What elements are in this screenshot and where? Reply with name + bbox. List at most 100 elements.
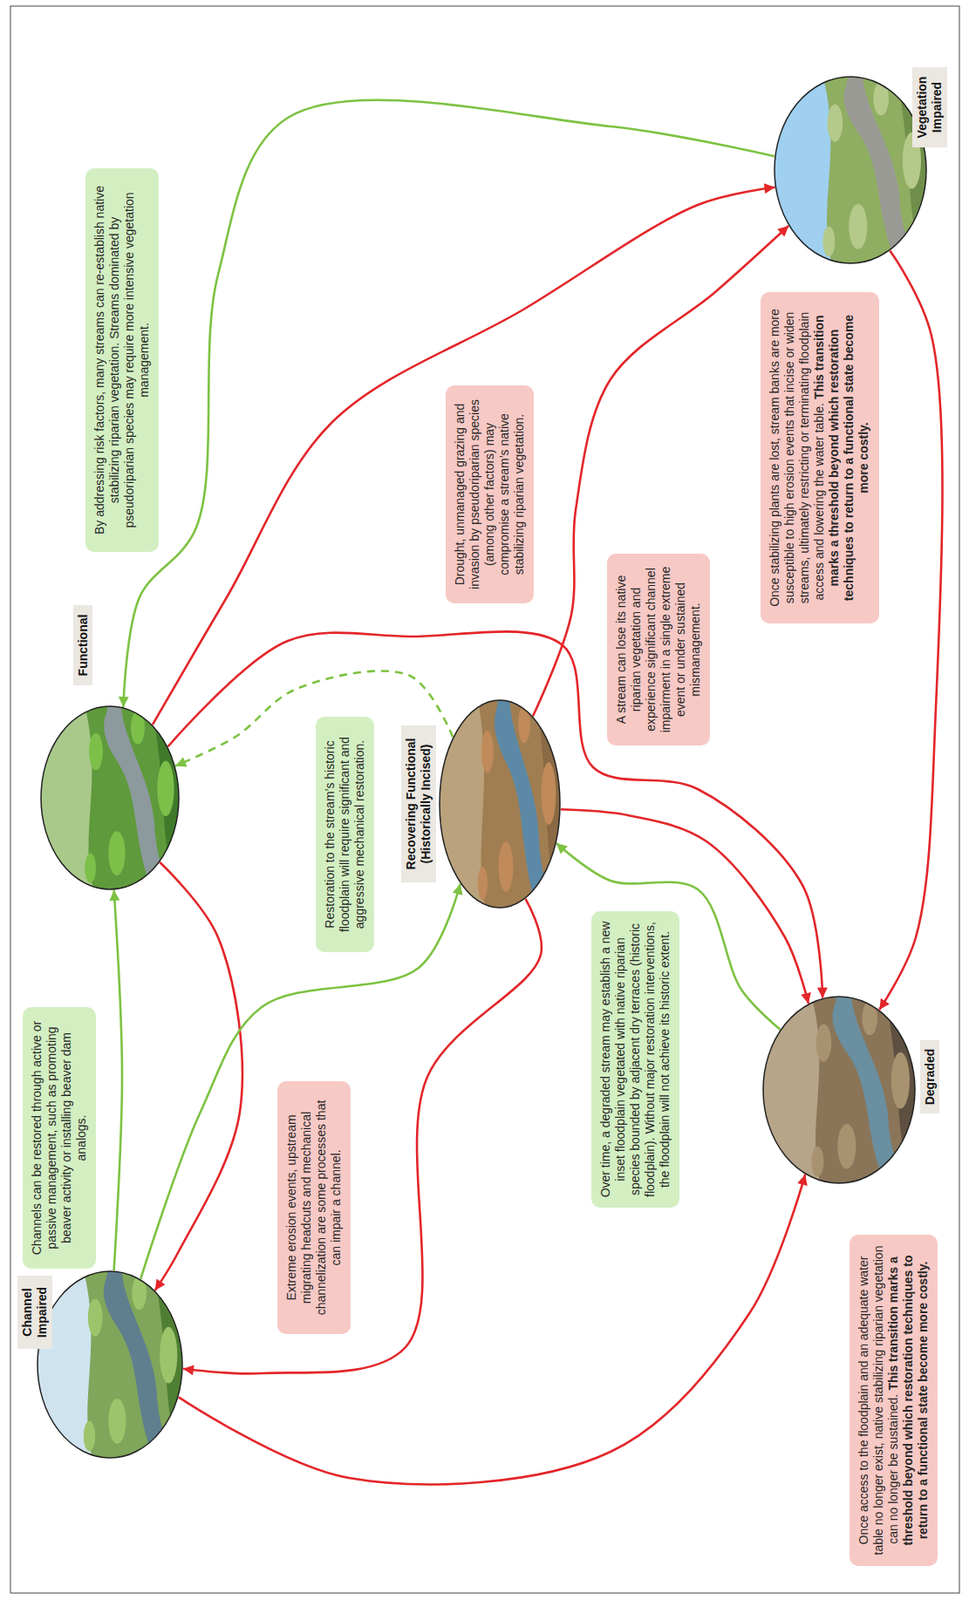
note-text: Over time, a degraded stream may establi… [598, 921, 672, 1199]
note-paragraph: Once access to the floodplain and an ade… [856, 1243, 931, 1558]
recovery-arrow [114, 890, 123, 1271]
photo-shrub [84, 853, 96, 884]
photo-shrub [131, 1276, 147, 1311]
state-photo-circle: Recovering Functional (Historically Inci… [438, 699, 561, 909]
state-label: Channel Impaired [17, 1276, 53, 1350]
degradation-arrow [178, 1174, 806, 1485]
photo-scene [40, 705, 180, 891]
stream-photo [438, 699, 561, 909]
photo-shrub [88, 1298, 103, 1337]
photo-scene [773, 75, 928, 265]
photo-shrub [83, 1421, 96, 1453]
restoration-note-box: Restoration to the stream’s historic flo… [315, 716, 375, 953]
state-label: Functional [73, 605, 94, 686]
photo-scene [438, 699, 561, 909]
degradation-arrow [155, 862, 243, 1291]
photo-shrub [108, 831, 125, 876]
stream-photo [773, 75, 928, 265]
note-paragraph: By addressing risk factors, many streams… [92, 177, 152, 544]
photo-shrub [873, 81, 889, 116]
note-paragraph: A stream can lose its native riparian ve… [614, 562, 703, 737]
photo-shrub [156, 761, 174, 818]
photo-hillside [84, 705, 180, 891]
restoration-note-box: By addressing risk factors, many streams… [85, 168, 159, 553]
photo-sky [36, 1270, 184, 1460]
connectors [114, 100, 943, 1486]
restoration-note-box: Channels can be restored through active … [22, 1007, 96, 1270]
degradation-arrow [183, 899, 542, 1375]
photo-sky [762, 996, 916, 1185]
photo-sky [773, 75, 928, 265]
note-paragraph: Extreme erosion events, upstream migrati… [284, 1090, 344, 1326]
state-name: Channel Impaired [20, 1287, 49, 1338]
stream-photo [40, 705, 180, 891]
state-name: Recovering Functional (Historically Inci… [403, 738, 433, 871]
photo-shrub [481, 730, 494, 773]
photo-sky [438, 699, 561, 909]
note-text: By addressing risk factors, many streams… [92, 185, 151, 535]
note-text: Drought, unmanaged grazing and invasion … [452, 399, 526, 590]
photo-shrub [541, 762, 557, 826]
photo-shrub [837, 1124, 856, 1170]
photo-foreground [536, 699, 561, 909]
photo-hillside [811, 996, 916, 1185]
note-text: A stream can lose its native riparian ve… [614, 566, 703, 734]
photo-circle-outline [40, 706, 179, 890]
photo-shrub [827, 103, 844, 142]
photo-shrub [108, 1398, 126, 1445]
photo-scene [36, 1270, 184, 1460]
photo-shrub [822, 226, 835, 258]
photo-shrub [130, 710, 145, 744]
state-photo-circle: Channel Impaired [36, 1270, 184, 1460]
threat-note-box: Once stabilizing plants are lost, stream… [760, 292, 880, 624]
degradation-arrow [879, 251, 942, 1011]
threat-note-box: Drought, unmanaged grazing and invasion … [445, 385, 534, 604]
state-name: Vegetation Impaired [914, 76, 944, 139]
state-name: Functional [75, 614, 90, 677]
photo-shrub [518, 705, 531, 744]
note-paragraph: Restoration to the stream’s historic flo… [322, 725, 368, 944]
photo-sky [40, 705, 180, 891]
threat-note-box: A stream can lose its native riparian ve… [607, 553, 710, 746]
note-paragraph: Channels can be restored through active … [29, 1016, 89, 1261]
note-text: Channels can be restored through active … [29, 1021, 89, 1256]
state-name: Degraded [922, 1049, 937, 1106]
state-photo-circle: Degraded [762, 996, 916, 1185]
photo-hillside [83, 1270, 184, 1460]
photo-shrub [861, 1001, 878, 1036]
threat-note-box: Extreme erosion events, upstream migrati… [277, 1081, 351, 1335]
state-photo-circle: Functional [40, 705, 180, 891]
note-paragraph: Once stabilizing plants are lost, stream… [767, 300, 873, 615]
photo-circle-outline [763, 996, 915, 1184]
threat-note-box: Once access to the floodplain and an ade… [849, 1235, 938, 1567]
photo-circle-outline [37, 1271, 183, 1459]
photo-shrub [811, 1146, 824, 1178]
photo-shrub [891, 1052, 910, 1110]
note-text: Restoration to the stream’s historic flo… [322, 736, 367, 933]
note-text: Extreme erosion events, upstream migrati… [284, 1100, 343, 1317]
photo-shrub [88, 733, 103, 771]
stream-photo [36, 1270, 184, 1460]
photo-foreground [151, 705, 180, 891]
stream-photo [762, 996, 916, 1185]
photo-shrub [159, 1327, 178, 1385]
state-label: Recovering Functional (Historically Inci… [401, 725, 437, 883]
photo-foreground [885, 996, 916, 1185]
photo-shrub [816, 1023, 833, 1062]
photo-shrub [477, 866, 488, 901]
note-paragraph: Over time, a degraded stream may establi… [598, 920, 673, 1200]
photo-hillside [477, 699, 561, 909]
state-label: Degraded [920, 1040, 941, 1114]
photo-circle-outline [439, 700, 560, 908]
note-paragraph: Drought, unmanaged grazing and invasion … [452, 394, 527, 595]
state-photo-circle: Vegetation Impaired [773, 75, 928, 265]
photo-shrub [498, 841, 514, 893]
state-label: Vegetation Impaired [912, 67, 948, 148]
photo-foreground [153, 1270, 184, 1460]
photo-shrub [848, 204, 867, 250]
restoration-note-box: Over time, a degraded stream may establi… [591, 911, 680, 1208]
photo-scene [762, 996, 916, 1185]
frame-border [10, 6, 960, 1594]
photo-circle-outline [774, 76, 927, 264]
